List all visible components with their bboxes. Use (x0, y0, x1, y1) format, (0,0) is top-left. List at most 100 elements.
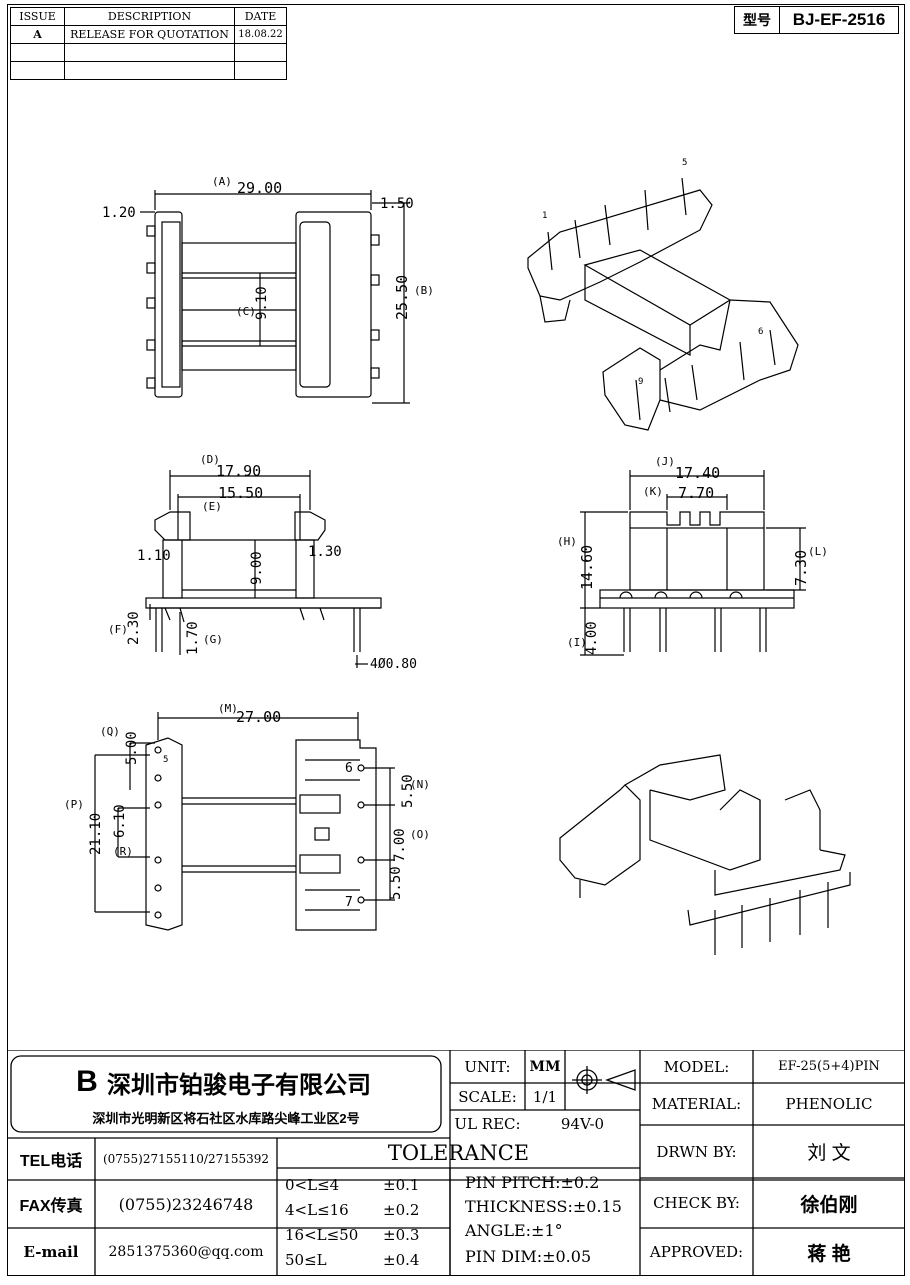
dimension-labels: (A) 29.00 1.20 1.50 25.50 (B) (C) 9.10 (… (64, 158, 828, 910)
dim-a-tag: (A) (212, 175, 232, 188)
rev-header-description: DESCRIPTION (64, 7, 235, 26)
rev-header-date: DATE (234, 7, 287, 26)
dim-k-tag: (K) (643, 485, 663, 498)
tol-value: ±0.2 (383, 1200, 420, 1219)
dim-g: 1.70 (185, 621, 201, 655)
isometric-view-bottom (559, 754, 851, 955)
angle-tolerance: ANGLE:±1° (465, 1220, 563, 1240)
email-value: 2851375360@qq.com (108, 1244, 264, 1260)
dim-d-tag: (D) (200, 453, 220, 466)
model-value: EF-25(5+4)PIN (778, 1059, 880, 1074)
bottom-pin-label-5: 5 (163, 755, 168, 765)
dim-j: 17.40 (675, 464, 720, 482)
sheet-frame (7, 4, 905, 1276)
dim-pin-dia: 4Ø0.80 (370, 657, 417, 672)
dim-p-tag: (P) (64, 798, 84, 811)
pin-label-5: 5 (682, 158, 687, 168)
pin-dim-tolerance: PIN DIM:±0.05 (465, 1246, 592, 1266)
dim-h-tag: (H) (557, 535, 577, 548)
tol-value: ±0.3 (383, 1225, 420, 1244)
approved-label: APPROVED: (649, 1243, 744, 1261)
dim-n-tag: (N) (410, 778, 430, 791)
dim-o: 7.00 (392, 828, 408, 862)
email-label: E-mail (23, 1243, 79, 1261)
model-label: MODEL: (663, 1057, 730, 1076)
rev-description: RELEASE FOR QUOTATION (64, 25, 235, 44)
scale-value: 1/1 (532, 1087, 558, 1106)
dim-q: 5.00 (124, 731, 140, 765)
fax-label: FAX传真 (19, 1198, 83, 1215)
dim-g-tag: (G) (203, 633, 223, 646)
dim-f: 2.30 (126, 611, 142, 645)
pin-label-1: 1 (542, 211, 547, 221)
dim-top-right: 1.50 (380, 196, 414, 212)
tol-range: 0<L≤4 (285, 1175, 340, 1194)
dim-k: 7.70 (678, 484, 714, 502)
rev-empty-cell (234, 61, 287, 80)
check-by-label: CHECK BY: (653, 1194, 740, 1212)
company-address: 深圳市光明新区将石社区水库路尖峰工业区2号 (92, 1110, 360, 1126)
material-label: MATERIAL: (651, 1095, 742, 1113)
revision-table: ISSUE DESCRIPTION DATE A RELEASE FOR QUO… (10, 7, 287, 80)
dim-b: 25.50 (393, 275, 411, 320)
tol-range: 16<L≤50 (285, 1225, 359, 1244)
model-number-box: 型号 BJ-EF-2516 (734, 6, 899, 34)
company-name: 深圳市铂骏电子有限公司 (107, 1071, 371, 1099)
tolerance-title: TOLERANCE (387, 1141, 530, 1165)
dim-bottom-right-low: 5.50 (388, 866, 404, 900)
pin-pitch-tolerance: PIN PITCH:±0.2 (465, 1172, 600, 1192)
dim-c-tag: (C) (236, 305, 256, 318)
pin-label-6: 6 (758, 327, 763, 337)
side-view (145, 470, 382, 668)
dim-e-tag: (E) (202, 500, 222, 513)
company-logo: B (76, 1065, 98, 1098)
dim-n: 5.50 (400, 774, 416, 808)
dim-side-left: 1.10 (137, 548, 171, 564)
tol-value: ±0.1 (383, 1175, 420, 1194)
dim-p: 21.10 (88, 813, 104, 855)
front-view (580, 470, 806, 656)
top-view (140, 190, 410, 404)
model-number-value: BJ-EF-2516 (792, 10, 886, 29)
tel-label: TEL电话 (19, 1153, 83, 1170)
technical-drawing: (A) 29.00 1.20 1.50 25.50 (B) (C) 9.10 (… (64, 158, 851, 955)
pin-label-9: 9 (638, 377, 643, 387)
fax-value: (0755)23246748 (118, 1194, 254, 1214)
dim-j-tag: (J) (655, 455, 675, 468)
dim-f-tag: (F) (108, 623, 128, 636)
drawn-by-value: 刘 文 (807, 1143, 851, 1164)
drawn-by-label: DRWN BY: (656, 1142, 737, 1161)
dim-m-tag: (M) (218, 702, 238, 715)
approved-value: 蒋 艳 (807, 1243, 851, 1265)
dim-r: 6.10 (112, 804, 128, 838)
dim-a: 29.00 (237, 179, 282, 197)
tel-value: (0755)27155110/27155392 (102, 1152, 270, 1166)
isometric-view-top (527, 177, 799, 431)
dim-side-right: 1.30 (308, 544, 342, 560)
dim-l-tag: (L) (808, 545, 828, 558)
tol-value: ±0.4 (383, 1250, 420, 1269)
dim-l: 7.30 (792, 550, 810, 586)
tol-range: 4<L≤16 (285, 1200, 349, 1219)
dim-m: 27.00 (236, 708, 281, 726)
dim-i: 4.00 (584, 621, 600, 655)
thickness-tolerance: THICKNESS:±0.15 (465, 1196, 622, 1216)
dim-q-tag: (Q) (100, 725, 120, 738)
material-value: PHENOLIC (785, 1095, 873, 1113)
dim-e: 15.50 (218, 484, 263, 502)
dim-d: 17.90 (216, 462, 261, 480)
ul-value: 94V-0 (560, 1115, 605, 1133)
tol-range: 50≤L (285, 1250, 327, 1269)
dim-c: 9.10 (254, 286, 270, 320)
scale-label: SCALE: (458, 1087, 517, 1106)
dim-o-tag: (O) (410, 828, 430, 841)
dim-r-tag: (R) (113, 845, 133, 858)
bottom-pin-label-7: 7 (345, 895, 353, 910)
bottom-view (94, 712, 395, 931)
unit-value: MM (529, 1058, 561, 1075)
dim-h: 14.60 (578, 545, 596, 590)
title-block-lines (7, 1050, 905, 1276)
bottom-pin-label-6: 6 (345, 761, 353, 776)
title-block: B 深圳市铂骏电子有限公司 深圳市光明新区将石社区水库路尖峰工业区2号 TEL电… (7, 1050, 905, 1276)
